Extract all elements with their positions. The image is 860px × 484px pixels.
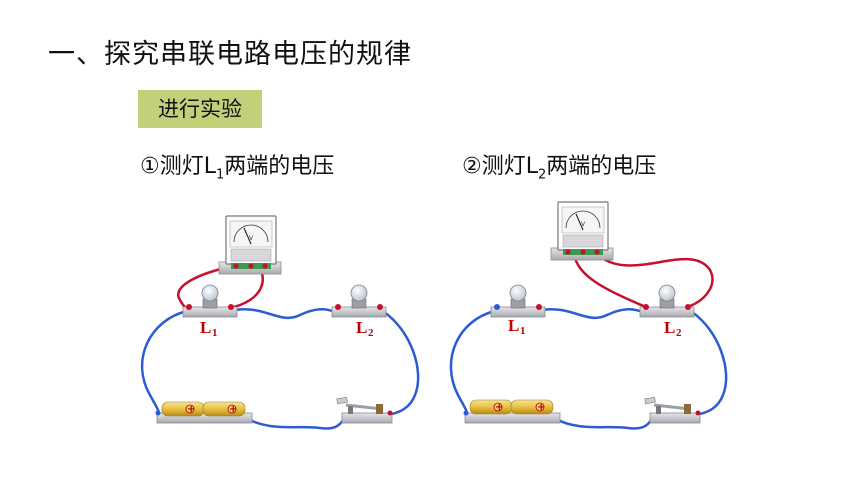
wire-blue (233, 307, 336, 320)
wire-blue (245, 416, 345, 430)
wire-blue (553, 416, 653, 430)
voltmeter: V (550, 201, 614, 261)
circuit-1: V L 1 L 2 (140, 215, 420, 430)
lamp-label: L (356, 318, 367, 337)
lamp-l2: L 2 (331, 284, 387, 339)
voltmeter: V (218, 215, 282, 275)
wire-blue (383, 310, 420, 416)
lamp-label: L (664, 318, 675, 337)
lamp-l2: L 2 (639, 284, 695, 339)
wire-red (596, 253, 714, 308)
lamp-label-sub: 2 (676, 327, 682, 339)
svg-text:+: + (229, 404, 237, 415)
wire-blue (540, 307, 644, 320)
wire-blue (140, 309, 188, 415)
lamp-label-sub: 1 (520, 325, 526, 337)
svg-text:+: + (537, 402, 545, 413)
wire-blue (691, 310, 728, 416)
battery-pack: + + (463, 399, 561, 424)
lamp-l1: L 1 (490, 284, 546, 337)
wire-blue (449, 309, 496, 415)
switch (336, 396, 393, 424)
svg-text:+: + (495, 402, 503, 413)
experiment-2-label: ②测灯L2两端的电压 (462, 154, 657, 183)
section-badge: 进行实验 (138, 90, 262, 128)
lamp-l1: L 1 (182, 284, 238, 339)
page-title: 一、探究串联电路电压的规律 (48, 39, 412, 70)
switch (644, 396, 701, 424)
lamp-label: L (508, 316, 519, 335)
voltmeter-unit: V (249, 235, 254, 242)
circuit-2: V L 1 L 2 (449, 201, 728, 430)
lamp-label-sub: 2 (368, 327, 374, 339)
experiment-1-label: ①测灯L1两端的电压 (140, 154, 335, 183)
voltmeter-unit: V (581, 221, 586, 228)
battery-pack: + + (155, 401, 253, 424)
lamp-label-sub: 1 (212, 327, 218, 339)
svg-text:+: + (187, 404, 195, 415)
lamp-label: L (200, 318, 211, 337)
